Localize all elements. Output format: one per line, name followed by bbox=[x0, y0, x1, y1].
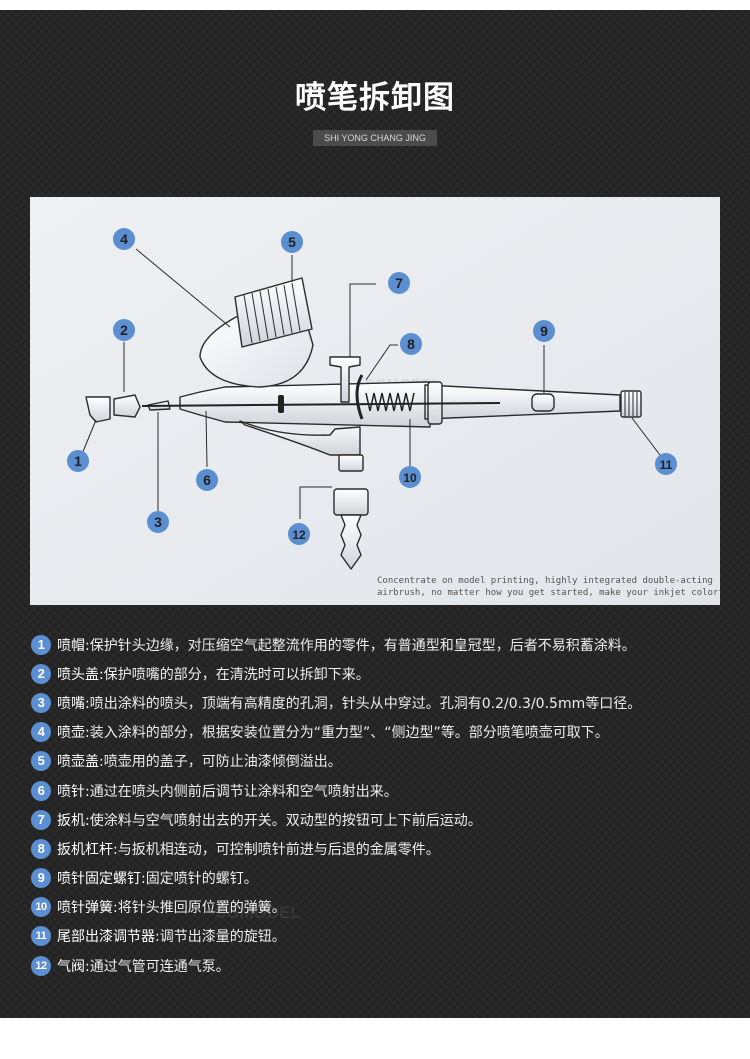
part-description: 使涂料与空气喷射出去的开关。双动型的按钮可上下前后运动。 bbox=[89, 812, 482, 829]
svg-text:4: 4 bbox=[120, 231, 128, 247]
footer-watermark: SGMODEL bbox=[215, 903, 301, 922]
part-label: 喷壶: bbox=[57, 725, 90, 742]
number-badge: 5 bbox=[31, 751, 51, 772]
part-description: 保护喷嘴的部分，在清洗时可以拆卸下来。 bbox=[103, 666, 370, 683]
airbrush-rear-tube bbox=[424, 384, 621, 420]
svg-text:11: 11 bbox=[660, 458, 673, 472]
part-description: 喷出涂料的喷头，顶端有高精度的孔洞，针头从中穿过。孔洞有0.2/0.3/0.5m… bbox=[89, 695, 642, 712]
number-badge: 10 bbox=[31, 897, 51, 918]
callout-5: 5 bbox=[281, 231, 303, 253]
page-title: 喷笔拆卸图 bbox=[295, 80, 455, 116]
list-item: 5 喷壶盖: 喷壶用的盖子，可防止油漆倾倒溢出。 bbox=[31, 747, 731, 776]
cup-port bbox=[278, 395, 284, 413]
part-label: 喷针: bbox=[57, 783, 90, 800]
number-badge: 9 bbox=[31, 868, 51, 889]
airbrush-diagram: SGMODEL bbox=[30, 197, 720, 605]
svg-text:8: 8 bbox=[407, 336, 415, 352]
list-item: 9 喷针固定螺钉: 固定喷针的螺钉。 bbox=[31, 864, 731, 893]
callout-3: 3 bbox=[147, 511, 169, 533]
svg-text:5: 5 bbox=[288, 234, 296, 250]
trigger-7 bbox=[329, 356, 361, 403]
needle-screw-9 bbox=[531, 393, 555, 412]
list-item: 6 喷针: 通过在喷头内侧前后调节让涂料和空气喷射出来。 bbox=[31, 776, 731, 805]
part-label: 喷帽: bbox=[57, 637, 90, 654]
part-description: 通过气管可连通气泵。 bbox=[89, 958, 230, 975]
part-description: 装入涂料的部分，根据安装位置分为“重力型”、“侧边型”等。部分喷笔喷壶可取下。 bbox=[89, 725, 609, 742]
cup-lid-5 bbox=[234, 277, 313, 348]
needle-spring-10 bbox=[365, 392, 415, 412]
list-item: 8 扳机杠杆: 与扳机相连动，可控制喷针前进与后退的金属零件。 bbox=[31, 834, 731, 863]
part-label: 扳机杠杆: bbox=[57, 841, 118, 858]
part-description: 与扳机相连动，可控制喷针前进与后退的金属零件。 bbox=[117, 841, 440, 858]
needle-6 bbox=[141, 402, 501, 407]
part-description: 调节出漆量的旋钮。 bbox=[159, 929, 286, 946]
list-item: 2 喷头盖: 保护喷嘴的部分，在清洗时可以拆卸下来。 bbox=[31, 659, 731, 688]
part-description: 将针头推回原位置的弹簧。 bbox=[117, 900, 286, 917]
svg-text:9: 9 bbox=[540, 323, 548, 339]
callout-8: 8 bbox=[400, 333, 422, 355]
page-subtitle: SHI YONG CHANG JING bbox=[313, 130, 437, 146]
svg-text:12: 12 bbox=[292, 528, 306, 542]
list-item: 11 尾部出漆调节器: 调节出漆量的旋钮。 bbox=[31, 922, 731, 951]
part-label: 喷针固定螺钉: bbox=[57, 871, 146, 888]
part-label: 气阀: bbox=[57, 958, 90, 975]
part-label: 喷壶盖: bbox=[57, 754, 104, 771]
number-badge: 11 bbox=[31, 926, 51, 947]
diagram-caption-line1: Concentrate on model printing, highly in… bbox=[377, 576, 713, 586]
number-badge: 8 bbox=[31, 838, 51, 859]
list-item: 10 喷针弹簧: 将针头推回原位置的弹簧。 bbox=[31, 893, 731, 922]
callout-11: 11 bbox=[655, 453, 677, 475]
diagram-caption-line2: airbrush, no matter how you get started,… bbox=[377, 588, 720, 598]
trigger-lever-8 bbox=[355, 374, 364, 420]
parts-list: 1 喷帽: 保护针头边缘，对压缩空气起整流作用的零件，有普通型和皇冠型，后者不易积… bbox=[31, 630, 731, 980]
svg-text:1: 1 bbox=[74, 453, 82, 469]
number-badge: 7 bbox=[31, 809, 51, 830]
svg-text:2: 2 bbox=[120, 322, 128, 338]
svg-text:7: 7 bbox=[395, 275, 403, 291]
air-valve-nut bbox=[333, 488, 369, 516]
list-item: 12 气阀: 通过气管可连通气泵。 bbox=[31, 951, 731, 980]
callout-12: 12 bbox=[288, 523, 310, 545]
nozzle-guard-2 bbox=[113, 394, 141, 418]
number-badge: 4 bbox=[31, 722, 51, 743]
svg-text:3: 3 bbox=[154, 514, 162, 530]
airbrush-handle-joint bbox=[239, 420, 361, 456]
svg-text:6: 6 bbox=[203, 472, 211, 488]
number-badge: 2 bbox=[31, 663, 51, 684]
callout-1: 1 bbox=[67, 450, 89, 472]
list-item: 3 喷嘴: 喷出涂料的喷头，顶端有高精度的孔洞，针头从中穿过。孔洞有0.2/0.3… bbox=[31, 688, 731, 717]
part-description: 保护针头边缘，对压缩空气起整流作用的零件，有普通型和皇冠型，后者不易积蓄涂料。 bbox=[89, 637, 636, 654]
callout-6: 6 bbox=[196, 469, 218, 491]
part-label: 喷嘴: bbox=[57, 695, 90, 712]
air-valve-stem bbox=[338, 454, 364, 472]
callout-4: 4 bbox=[113, 228, 135, 250]
part-label: 喷头盖: bbox=[57, 666, 104, 683]
part-description: 通过在喷头内侧前后调节让涂料和空气喷射出来。 bbox=[89, 783, 398, 800]
callout-10: 10 bbox=[399, 466, 421, 488]
list-item: 7 扳机: 使涂料与空气喷射出去的开关。双动型的按钮可上下前后运动。 bbox=[31, 805, 731, 834]
number-badge: 6 bbox=[31, 780, 51, 801]
list-item: 1 喷帽: 保护针头边缘，对压缩空气起整流作用的零件，有普通型和皇冠型，后者不易积… bbox=[31, 630, 731, 659]
rear-knob-11 bbox=[620, 390, 642, 418]
svg-text:10: 10 bbox=[403, 471, 417, 485]
part-label: 扳机: bbox=[57, 812, 90, 829]
callout-2: 2 bbox=[113, 319, 135, 341]
nozzle-cap-1 bbox=[85, 396, 111, 423]
part-description: 固定喷针的螺钉。 bbox=[145, 871, 258, 888]
part-label: 喷针弹簧: bbox=[57, 900, 118, 917]
number-badge: 1 bbox=[31, 634, 51, 655]
part-label: 尾部出漆调节器: bbox=[57, 929, 160, 946]
callout-7: 7 bbox=[388, 272, 410, 294]
callout-9: 9 bbox=[533, 320, 555, 342]
list-item: 4 喷壶: 装入涂料的部分，根据安装位置分为“重力型”、“侧边型”等。部分喷笔喷壶… bbox=[31, 718, 731, 747]
number-badge: 12 bbox=[31, 955, 51, 976]
air-valve-hose-barb bbox=[340, 514, 362, 570]
number-badge: 3 bbox=[31, 692, 51, 713]
part-description: 喷壶用的盖子，可防止油漆倾倒溢出。 bbox=[103, 754, 342, 771]
